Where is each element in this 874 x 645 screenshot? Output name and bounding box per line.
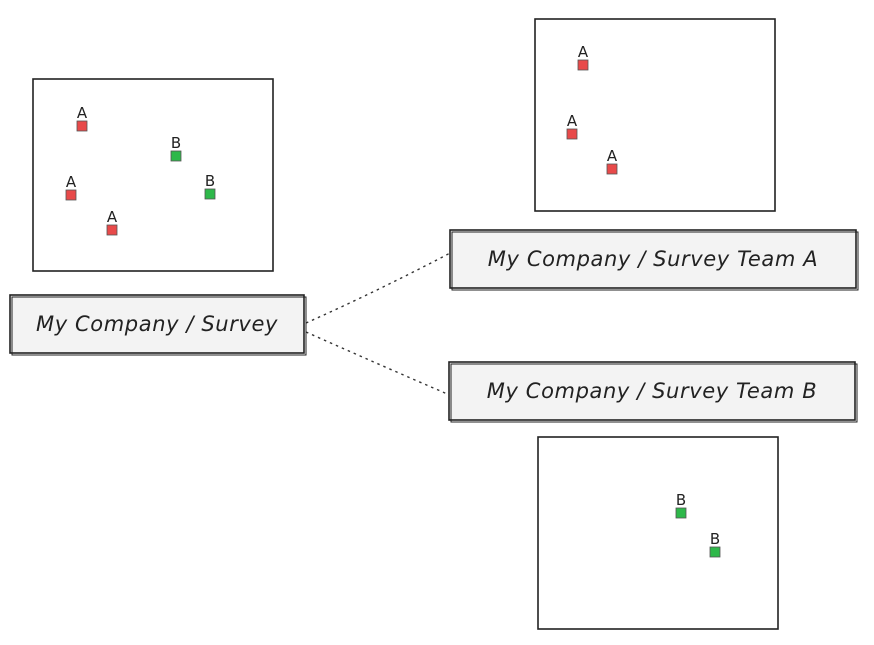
source-label-text: My Company / Survey xyxy=(36,312,278,336)
points-layer: A B B A A A A A B B xyxy=(65,43,721,558)
team-a-label-text: My Company / Survey Team A xyxy=(488,247,818,271)
point-label: A xyxy=(607,147,618,165)
connector-to-team-b xyxy=(305,331,453,397)
point-label: B xyxy=(710,530,720,548)
point-label: A xyxy=(107,208,118,226)
team-b-label-box: My Company / Survey Team B xyxy=(448,361,858,423)
point-label: B xyxy=(205,172,215,190)
red-square-marker xyxy=(76,120,88,132)
red-square-marker xyxy=(566,128,578,140)
source-panel xyxy=(32,78,274,272)
point-label: A xyxy=(567,112,578,130)
red-square-marker xyxy=(577,59,589,71)
team-b-point: B xyxy=(675,491,687,519)
source-point: A xyxy=(65,173,77,201)
team-a-label-box: My Company / Survey Team A xyxy=(449,229,859,291)
green-square-marker xyxy=(204,188,216,200)
team-a-point: A xyxy=(566,112,578,140)
team-b-panel xyxy=(537,436,779,630)
source-point: B xyxy=(170,134,182,162)
team-a-panel xyxy=(534,18,776,212)
point-label: B xyxy=(171,134,181,152)
red-square-marker xyxy=(65,189,77,201)
point-label: B xyxy=(676,491,686,509)
red-square-marker xyxy=(106,224,118,236)
point-label: A xyxy=(578,43,589,61)
source-label-box: My Company / Survey xyxy=(9,294,307,356)
point-label: A xyxy=(66,173,77,191)
source-point: A xyxy=(76,104,88,132)
red-square-marker xyxy=(606,163,618,175)
team-a-point: A xyxy=(577,43,589,71)
point-label: A xyxy=(77,104,88,122)
team-b-point: B xyxy=(709,530,721,558)
team-b-label-text: My Company / Survey Team B xyxy=(487,379,817,403)
source-point: B xyxy=(204,172,216,200)
green-square-marker xyxy=(675,507,687,519)
connector-to-team-a xyxy=(305,251,453,324)
source-point: A xyxy=(106,208,118,236)
green-square-marker xyxy=(170,150,182,162)
green-square-marker xyxy=(709,546,721,558)
team-a-point: A xyxy=(606,147,618,175)
